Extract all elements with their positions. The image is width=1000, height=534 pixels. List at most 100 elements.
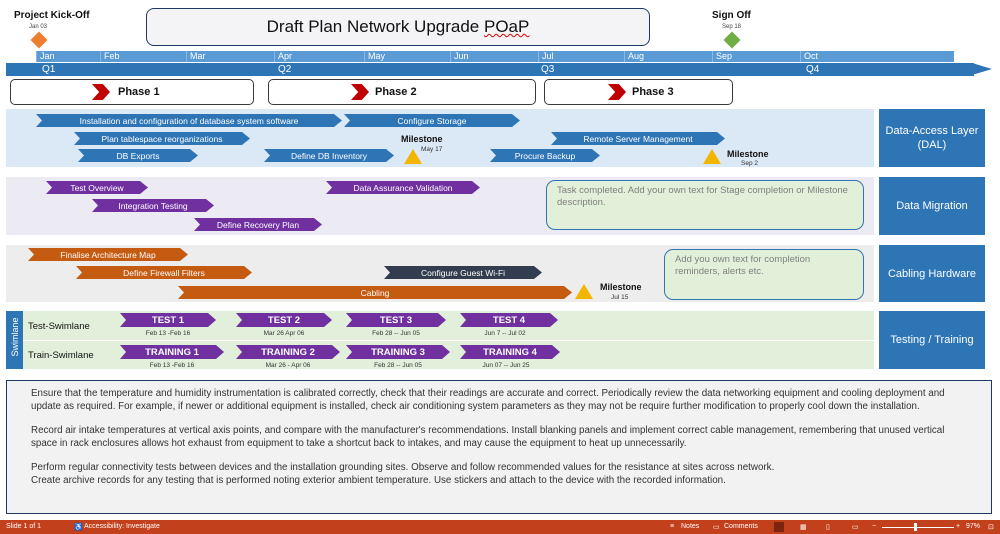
milestone-date: Jul 15 (611, 294, 629, 301)
task-bar[interactable]: Cabling (178, 286, 572, 299)
notes-panel[interactable]: Ensure that the temperature and humidity… (6, 380, 992, 514)
testing-band-label[interactable]: Testing / Training (879, 311, 985, 369)
task-bar[interactable]: Test Overview (46, 181, 148, 194)
milestone-label: Milestone (600, 282, 642, 292)
month-label: Mar (186, 51, 274, 62)
task-bar[interactable]: Finalise Architecture Map (28, 248, 188, 261)
month-label: Apr (274, 51, 364, 62)
title-suffix: POaP (483, 17, 530, 36)
quarter-label: Q1 (42, 64, 56, 75)
migration-band-label[interactable]: Data Migration (879, 177, 985, 235)
test-bar[interactable]: TEST 4 (460, 313, 558, 327)
swimlane-tag-label: Swimlane (10, 317, 20, 357)
phase-3-box[interactable] (544, 79, 733, 105)
kickoff-label: Project Kick-Off (14, 10, 90, 21)
milestone-label: Milestone (727, 149, 769, 159)
task-bar[interactable]: Plan tablespace reorganizations (74, 132, 250, 145)
reading-view-icon[interactable]: ▯ (826, 524, 830, 531)
month-label: Aug (624, 51, 712, 62)
notes-paragraph: Ensure that the temperature and humidity… (31, 388, 945, 412)
month-label: Sep (712, 51, 800, 62)
notes-paragraph: Perform regular connectivity tests betwe… (31, 462, 775, 473)
kickoff-diamond-icon[interactable] (30, 31, 48, 49)
quarter-scale (6, 63, 974, 76)
cabling-note[interactable]: Add you own text for completion reminder… (664, 249, 864, 300)
swimlane-tag (6, 311, 23, 369)
task-bar[interactable]: Define DB Inventory (264, 149, 394, 162)
accessibility-icon: ♿ (74, 524, 83, 531)
training-bar[interactable]: TRAINING 3 (346, 345, 450, 359)
training-date: Jun 07 -- Jun 25 (482, 362, 530, 369)
test-bar[interactable]: TEST 3 (346, 313, 446, 327)
test-bar[interactable]: TEST 2 (236, 313, 332, 327)
task-bar[interactable]: Installation and configuration of databa… (36, 114, 342, 127)
training-bar[interactable]: TRAINING 2 (236, 345, 340, 359)
month-label: Feb (100, 51, 186, 62)
cabling-band-label[interactable]: Cabling Hardware (879, 245, 985, 302)
phase-2-box[interactable] (268, 79, 536, 105)
training-bar[interactable]: TRAINING 1 (120, 345, 224, 359)
fit-slide-icon[interactable]: ⊡ (988, 524, 994, 531)
month-label: Jun (450, 51, 538, 62)
month-label: Jul (538, 51, 624, 62)
task-bar[interactable]: Remote Server Management (551, 132, 725, 145)
test-date: Feb 13 -Feb 16 (145, 330, 191, 337)
task-bar[interactable]: Configure Storage (344, 114, 520, 127)
kickoff-date: Jan 03 (29, 24, 48, 30)
task-bar[interactable]: Procure Backup (490, 149, 600, 162)
task-bar[interactable]: Define Firewall Filters (76, 266, 252, 279)
milestone-label: Milestone (401, 134, 443, 144)
phase-3-label: Phase 3 (632, 86, 674, 98)
test-bar[interactable]: TEST 1 (120, 313, 216, 327)
quarter-label: Q4 (806, 64, 820, 75)
slide-sorter-icon[interactable]: ▦ (800, 524, 807, 531)
training-date: Mar 26 - Apr 06 (265, 362, 311, 369)
slideshow-icon[interactable]: ▭ (852, 524, 859, 531)
milestone-triangle-icon[interactable] (404, 149, 422, 164)
task-bar[interactable]: DB Exports (78, 149, 198, 162)
zoom-slider-handle[interactable] (914, 523, 917, 531)
training-date: Feb 13 -Feb 16 (149, 362, 195, 369)
zoom-slider[interactable] (882, 527, 954, 528)
test-date: Feb 28 -- Jun 05 (372, 330, 420, 337)
signoff-diamond-icon[interactable] (723, 31, 741, 49)
milestone-date: Sep 2 (741, 160, 758, 167)
month-label: Oct (800, 51, 954, 62)
notes-button[interactable]: Notes (681, 523, 700, 530)
month-label: Jan (36, 51, 100, 62)
accessibility-status[interactable]: Accessibility: Investigate (84, 523, 160, 530)
training-date: Feb 28 -- Jun 05 (374, 362, 422, 369)
zoom-in-icon[interactable]: + (956, 523, 961, 530)
normal-view-icon[interactable] (774, 522, 784, 532)
comments-button[interactable]: Comments (724, 523, 758, 530)
test-date: Jun 7 -- Jul 02 (484, 330, 526, 337)
page-title[interactable]: Draft Plan Network Upgrade POaP (146, 8, 650, 46)
zoom-level[interactable]: 97% (966, 523, 981, 530)
chevron-icon (351, 84, 369, 100)
slide-indicator: Slide 1 of 1 (6, 523, 42, 530)
status-bar: Slide 1 of 1 ♿ Accessibility: Investigat… (0, 520, 1000, 534)
task-bar[interactable]: Data Assurance Validation (326, 181, 480, 194)
notes-icon: ≡ (670, 523, 675, 530)
milestone-triangle-icon[interactable] (703, 149, 721, 164)
task-bar[interactable]: Integration Testing (92, 199, 214, 212)
milestone-date: May 17 (421, 146, 443, 153)
migration-note[interactable]: Task completed. Add your own text for St… (546, 180, 864, 230)
signoff-label: Sign Off (712, 10, 751, 21)
task-bar[interactable]: Configure Guest Wi-Fi (384, 266, 542, 279)
chevron-icon (608, 84, 626, 100)
lane-label: Train-Swimlane (28, 350, 94, 361)
quarter-label: Q3 (541, 64, 555, 75)
milestone-triangle-icon[interactable] (575, 284, 593, 299)
dal-band-label[interactable]: Data-Access Layer (DAL) (879, 109, 985, 167)
task-bar[interactable]: Define Recovery Plan (194, 218, 322, 231)
comments-icon: ▭ (713, 524, 720, 531)
month-scale (36, 51, 954, 62)
phase-1-box[interactable] (10, 79, 254, 105)
test-date: Mar 26 Apr 06 (263, 330, 305, 337)
zoom-out-icon[interactable]: − (872, 523, 877, 530)
signoff-date: Sep 18 (722, 24, 742, 30)
month-label: May (364, 51, 450, 62)
training-bar[interactable]: TRAINING 4 (460, 345, 560, 359)
chevron-icon (92, 84, 110, 100)
